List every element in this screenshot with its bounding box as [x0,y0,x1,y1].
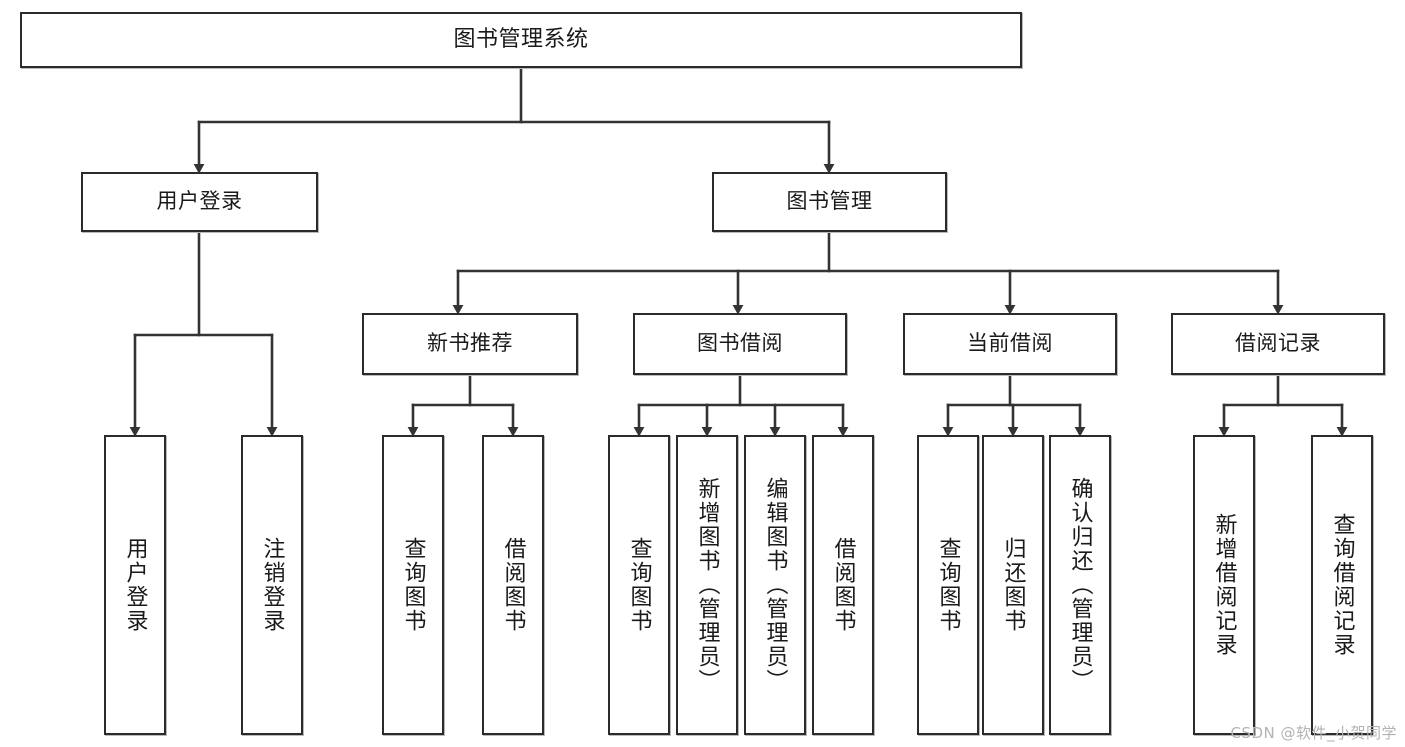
node-leaf-return-book[interactable]: 归还图书 [982,435,1044,735]
node-leaf-query-book-3-label: 查询图书 [935,537,961,633]
node-leaf-add-record[interactable]: 新增借阅记录 [1193,435,1255,735]
node-current-borrow[interactable]: 当前借阅 [903,313,1117,375]
node-new-book-recommend[interactable]: 新书推荐 [362,313,578,375]
node-book-borrow[interactable]: 图书借阅 [633,313,847,375]
node-leaf-query-book-2-label: 查询图书 [626,537,652,633]
node-leaf-add-book[interactable]: 新增图书（管理员） [676,435,738,735]
node-leaf-borrow-book-2-label: 借阅图书 [830,537,856,633]
node-book-borrow-label: 图书借阅 [697,331,783,356]
node-leaf-query-record-label: 查询借阅记录 [1329,513,1355,657]
node-leaf-edit-book-label: 编辑图书（管理员） [762,477,788,693]
watermark: CSDN @软件_小贺同学 [1230,724,1397,742]
node-leaf-query-book-1-label: 查询图书 [400,537,426,633]
node-leaf-borrow-book-1-label: 借阅图书 [500,537,526,633]
node-leaf-borrow-book-1[interactable]: 借阅图书 [482,435,544,735]
node-leaf-add-record-label: 新增借阅记录 [1211,513,1237,657]
node-leaf-query-book-1[interactable]: 查询图书 [382,435,444,735]
node-root[interactable]: 图书管理系统 [20,12,1022,68]
node-leaf-user-login-label: 用户登录 [122,537,148,633]
node-book-manage[interactable]: 图书管理 [712,172,947,232]
node-borrow-record-label: 借阅记录 [1235,331,1321,356]
node-leaf-user-logout[interactable]: 注销登录 [241,435,303,735]
node-leaf-user-login[interactable]: 用户登录 [104,435,166,735]
node-book-manage-label: 图书管理 [786,189,873,214]
node-new-book-recommend-label: 新书推荐 [427,331,513,356]
node-leaf-add-book-label: 新增图书（管理员） [694,477,720,693]
node-root-label: 图书管理系统 [453,26,589,52]
node-leaf-confirm-return-label: 确认归还（管理员） [1067,477,1093,693]
node-leaf-query-book-3[interactable]: 查询图书 [917,435,979,735]
node-borrow-record[interactable]: 借阅记录 [1171,313,1385,375]
node-leaf-user-logout-label: 注销登录 [259,537,285,633]
node-leaf-query-book-2[interactable]: 查询图书 [608,435,670,735]
node-leaf-confirm-return[interactable]: 确认归还（管理员） [1049,435,1111,735]
node-leaf-query-record[interactable]: 查询借阅记录 [1311,435,1373,735]
node-leaf-edit-book[interactable]: 编辑图书（管理员） [744,435,806,735]
node-user-login[interactable]: 用户登录 [81,172,318,232]
node-leaf-return-book-label: 归还图书 [1000,537,1026,633]
node-current-borrow-label: 当前借阅 [967,331,1053,356]
node-user-login-label: 用户登录 [156,189,243,214]
node-leaf-borrow-book-2[interactable]: 借阅图书 [812,435,874,735]
